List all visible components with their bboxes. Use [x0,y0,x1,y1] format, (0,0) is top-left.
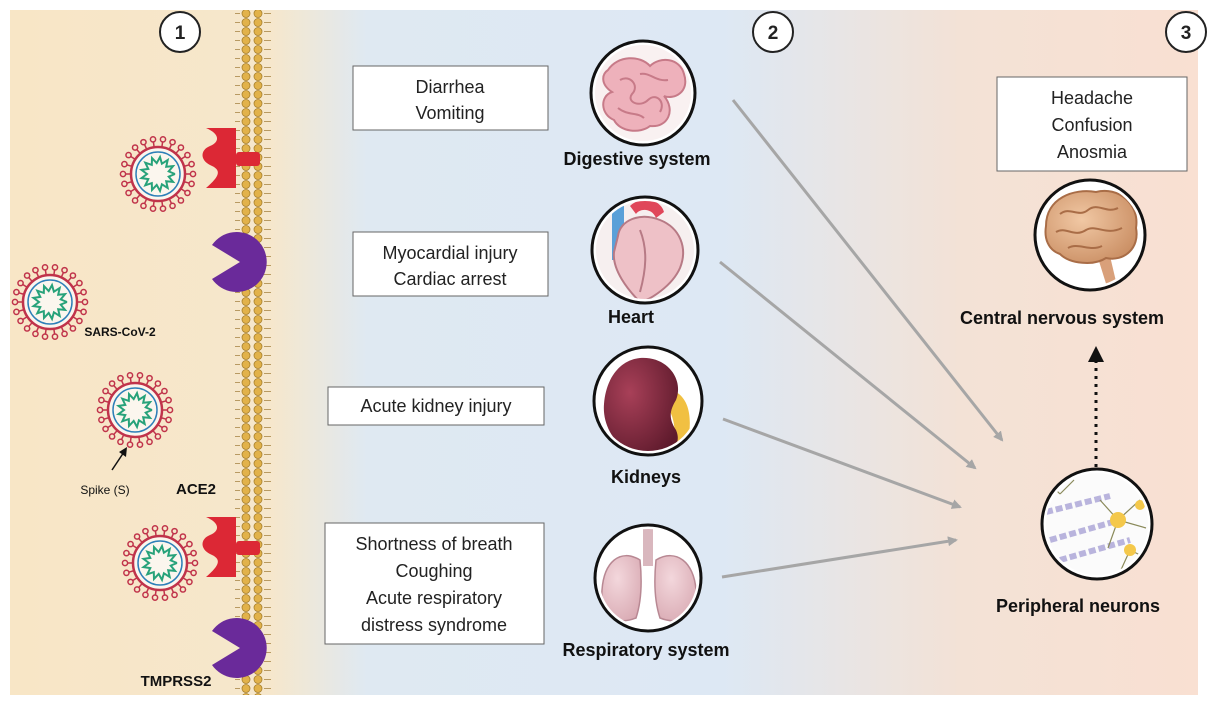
sars-cov-2-label: SARS-CoV-2 [84,325,156,339]
heart-icon [592,197,698,303]
organ-label-respiratory: Respiratory system [562,640,729,660]
symptom-confusion: Confusion [1051,115,1132,135]
digestive-symptoms-box: Diarrhea Vomiting [353,66,548,130]
neurons-icon [1042,469,1152,579]
cns-symptoms-box: Headache Confusion Anosmia [997,77,1187,171]
intestines-icon [591,41,695,145]
panel-number-3: 3 [1166,12,1206,52]
symptom-ards-line1: Acute respiratory [366,588,502,608]
panel-number-2: 2 [753,12,793,52]
brain-icon [1035,180,1146,290]
organ-label-digestive: Digestive system [563,149,710,169]
svg-text:3: 3 [1181,23,1192,44]
svg-text:1: 1 [175,23,186,44]
kidney-icon [594,347,702,457]
symptom-headache: Headache [1051,88,1133,108]
svg-text:2: 2 [768,23,779,44]
respiratory-symptoms-box: Shortness of breath Coughing Acute respi… [325,523,544,644]
symptom-anosmia: Anosmia [1057,142,1128,162]
symptom-myocardial-injury: Myocardial injury [382,243,517,263]
symptom-shortness-of-breath: Shortness of breath [355,534,512,554]
lungs-icon [595,525,701,631]
symptom-coughing: Coughing [395,561,472,581]
heart-symptoms-box: Myocardial injury Cardiac arrest [353,232,548,296]
tmprss2-label: TMPRSS2 [141,673,212,690]
organ-label-heart: Heart [608,307,654,327]
cell-membrane [235,10,271,695]
spike-label: Spike (S) [80,483,129,497]
symptom-diarrhea: Diarrhea [415,77,485,97]
panel-number-1: 1 [160,12,200,52]
label-central-nervous-system: Central nervous system [960,308,1164,328]
ace2-label: ACE2 [176,481,216,498]
organ-label-kidneys: Kidneys [611,467,681,487]
kidney-symptoms-box: Acute kidney injury [328,387,544,425]
symptom-acute-kidney-injury: Acute kidney injury [360,396,511,416]
label-peripheral-neurons: Peripheral neurons [996,596,1160,616]
symptom-cardiac-arrest: Cardiac arrest [393,269,506,289]
symptom-ards-line2: distress syndrome [361,615,507,635]
symptom-vomiting: Vomiting [415,103,484,123]
